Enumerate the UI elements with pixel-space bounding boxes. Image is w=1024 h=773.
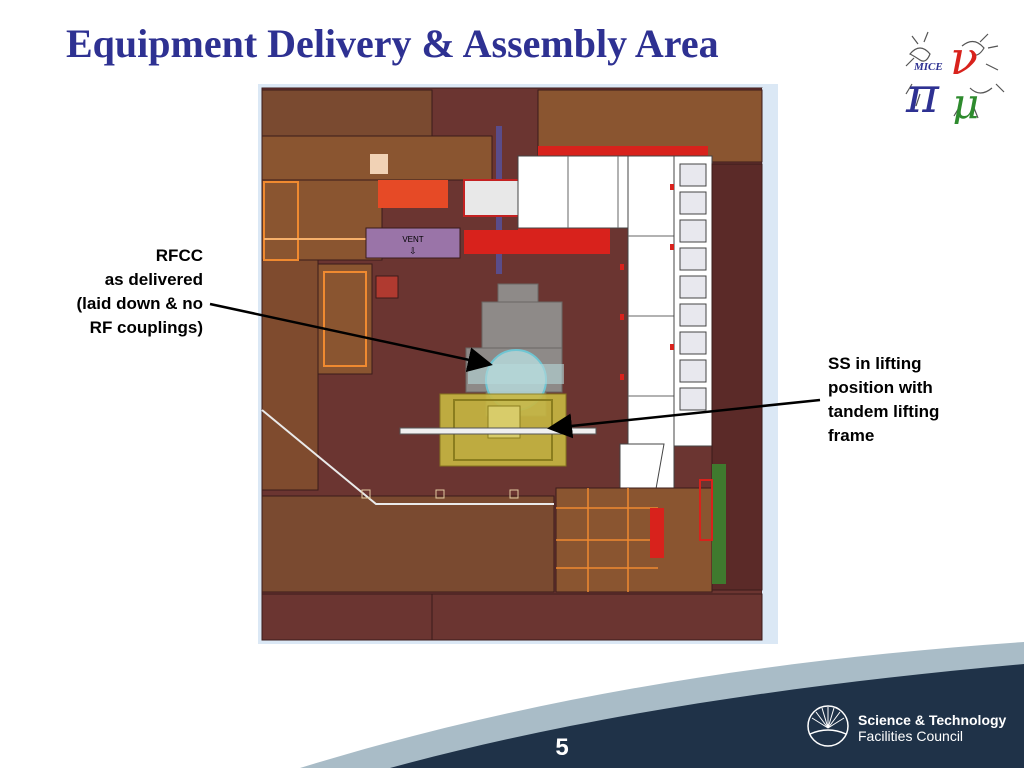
logo-text: MICE xyxy=(913,61,943,73)
rfcc-callout-line: (laid down & no xyxy=(76,294,203,313)
svg-text:π: π xyxy=(905,66,940,124)
ss-callout-line: tandem lifting xyxy=(828,402,940,421)
floor-plan-drawing: VENT ⇩ xyxy=(258,84,778,644)
vent-arrow-icon: ⇩ xyxy=(409,247,417,257)
ss-callout: SS in lifting position with tandem lifti… xyxy=(828,352,939,448)
svg-text:ν: ν xyxy=(950,31,978,85)
rfcc-callout-line: RF couplings) xyxy=(89,318,203,337)
slide-title: Equipment Delivery & Assembly Area xyxy=(66,21,719,66)
vent-label: VENT xyxy=(402,235,423,244)
stfc-org-line1: Science & Technology xyxy=(858,712,1007,728)
rfcc-callout-line: RFCC xyxy=(155,246,203,265)
stfc-logo: Science & Technology Facilities Council xyxy=(806,700,1016,752)
ss-callout-line: frame xyxy=(828,426,875,445)
footer-swoosh xyxy=(0,620,1024,768)
ss-callout-line: position with xyxy=(828,378,933,397)
rfcc-callout: RFCC as delivered (laid down & no RF cou… xyxy=(76,244,203,340)
mice-logo: π ν μ MICE xyxy=(900,24,1010,128)
page-number: 5 xyxy=(555,734,569,761)
ss-callout-line: SS in lifting xyxy=(828,354,922,373)
stfc-sunburst-icon xyxy=(807,705,849,747)
svg-text:μ: μ xyxy=(952,79,979,124)
rfcc-callout-line: as delivered xyxy=(104,270,203,289)
stfc-org-line2: Facilities Council xyxy=(858,728,964,744)
